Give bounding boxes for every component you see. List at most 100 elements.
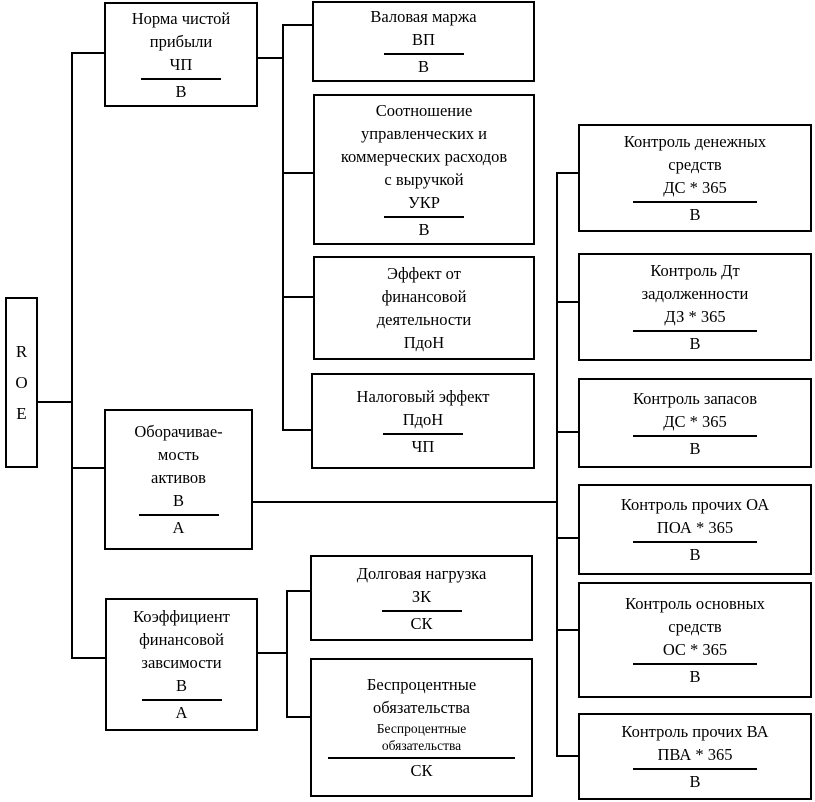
formula-numerator: ЧП xyxy=(141,54,221,80)
connector-line xyxy=(71,52,73,659)
formula-denominator: СК xyxy=(410,761,433,780)
node-title-line: обязательства xyxy=(373,698,470,717)
formula-denominator: ЧП xyxy=(411,436,435,456)
node-title-line: Коэффициент xyxy=(133,607,230,626)
node-title-line: прибыли xyxy=(149,31,213,51)
connector-line xyxy=(71,52,106,54)
formula-denominator: В xyxy=(175,81,187,101)
node-financial-dependence-ratio: Коэффициент финансовой завсимости В А xyxy=(105,598,258,731)
node-formula: ДС * 365 В xyxy=(633,177,757,226)
node-title-line: Контроль Дт xyxy=(650,261,740,280)
connector-line xyxy=(556,755,579,757)
connector-line xyxy=(286,716,311,718)
formula-numerator-line: обязательства xyxy=(381,738,462,753)
formula-denominator: В xyxy=(417,57,429,76)
node-formula: ЗК СК xyxy=(381,586,462,635)
connector-line xyxy=(71,657,107,659)
node-title-line: средств xyxy=(668,617,722,636)
node-title-line: деятельности xyxy=(376,310,472,329)
node-title-line: Валовая маржа xyxy=(370,7,477,26)
connector-line xyxy=(282,296,314,298)
node-other-current-assets-control: Контроль прочих ОА ПОА * 365 В xyxy=(578,484,812,575)
node-title-line: завсимости xyxy=(141,653,222,672)
node-title-line: Контроль прочих ОА xyxy=(620,495,770,514)
connector-line xyxy=(282,24,314,26)
formula-numerator: ПОА * 365 xyxy=(633,517,757,543)
formula-denominator: СК xyxy=(410,613,433,633)
connector-line xyxy=(256,652,287,654)
node-other-noncurrent-assets-control: Контроль прочих ВА ПВА * 365 В xyxy=(578,713,812,800)
node-roe: R O E xyxy=(5,297,38,468)
node-title-line: Долговая нагрузка xyxy=(356,563,487,583)
node-title-line: Контроль основных xyxy=(625,594,765,613)
node-formula: В А xyxy=(138,490,219,539)
node-title-line: управленческих и xyxy=(360,123,488,143)
roe-letter: E xyxy=(16,403,27,423)
connector-line xyxy=(556,172,558,757)
formula-numerator: ПВА * 365 xyxy=(633,744,757,770)
formula-numerator: ДС * 365 xyxy=(633,177,757,203)
formula-numerator: ДЗ * 365 xyxy=(633,306,757,332)
node-formula: ДЗ * 365 В xyxy=(633,306,757,355)
formula-numerator: ОС * 365 xyxy=(633,639,757,665)
connector-line xyxy=(556,172,579,174)
node-title-line: активов xyxy=(151,468,206,487)
node-title-line: Эффект от xyxy=(387,264,461,283)
node-cash-control: Контроль денежных средств ДС * 365 В xyxy=(578,124,812,232)
formula-denominator: А xyxy=(175,703,188,722)
roe-letter: O xyxy=(15,372,28,392)
formula-numerator: В xyxy=(141,675,222,701)
formula-numerator: ПдоН xyxy=(383,409,463,435)
formula-numerator: Беспроцентные обязательства xyxy=(328,720,515,759)
connector-line xyxy=(286,590,311,592)
node-title-line: Оборачивае- xyxy=(134,422,223,441)
formula-denominator: В xyxy=(689,205,701,224)
formula-denominator: В xyxy=(689,334,701,353)
node-title-line: Беспроцентные xyxy=(366,675,477,694)
node-financial-activity-effect: Эффект от финансовой деятельности ПдоН xyxy=(313,256,535,360)
node-title-line: средств xyxy=(668,155,722,174)
node-expense-ratio: Соотношение управленческих и коммерчески… xyxy=(313,94,535,245)
formula-numerator: В xyxy=(138,490,219,516)
node-formula: В А xyxy=(141,675,222,724)
node-formula: ПдоН ЧП xyxy=(383,409,463,458)
formula-numerator: ЗК xyxy=(381,586,462,612)
connector-line xyxy=(282,429,312,431)
node-fixed-assets-control: Контроль основных средств ОС * 365 В xyxy=(578,582,812,698)
node-title-line: финансовой xyxy=(139,630,224,649)
node-title-line: финансовой xyxy=(381,287,467,306)
connector-line xyxy=(556,301,579,303)
node-title-line: Налоговый эффект xyxy=(356,386,490,406)
formula-denominator: А xyxy=(172,518,185,537)
connector-line xyxy=(556,431,579,433)
node-formula: ПВА * 365 В xyxy=(633,744,757,793)
formula-denominator: В xyxy=(689,545,701,564)
formula-denominator: В xyxy=(418,219,430,239)
node-title-line: Контроль прочих ВА xyxy=(621,722,769,741)
connector-line xyxy=(282,24,284,431)
node-net-profit-margin: Норма чистой прибыли ЧП В xyxy=(104,2,258,107)
node-formula: ОС * 365 В xyxy=(633,639,757,688)
node-title-line: Норма чистой xyxy=(131,8,231,28)
node-formula: Беспроцентные обязательства СК xyxy=(328,720,515,782)
node-interest-free-liabilities: Беспроцентные обязательства Беспроцентны… xyxy=(310,658,533,797)
formula-denominator: В xyxy=(689,438,701,458)
node-formula: ВП В xyxy=(383,29,464,78)
connector-line xyxy=(71,467,106,469)
formula-denominator: В xyxy=(689,772,701,791)
connector-line xyxy=(286,590,288,718)
connector-line xyxy=(282,172,314,174)
node-gross-margin: Валовая маржа ВП В xyxy=(312,1,535,82)
node-title-line: Контроль запасов xyxy=(633,388,757,408)
node-title-line: задолженности xyxy=(641,284,749,303)
node-inventory-control: Контроль запасов ДС * 365 В xyxy=(578,378,812,468)
node-title-line: коммерческих расходов xyxy=(340,146,508,166)
node-tax-effect: Налоговый эффект ПдоН ЧП xyxy=(311,373,535,469)
connector-line xyxy=(257,57,283,59)
connector-line xyxy=(38,401,72,403)
node-receivables-control: Контроль Дт задолженности ДЗ * 365 В xyxy=(578,253,812,361)
formula-numerator: ДС * 365 xyxy=(633,411,757,437)
node-formula: УКР В xyxy=(384,192,464,241)
connector-line xyxy=(556,629,579,631)
